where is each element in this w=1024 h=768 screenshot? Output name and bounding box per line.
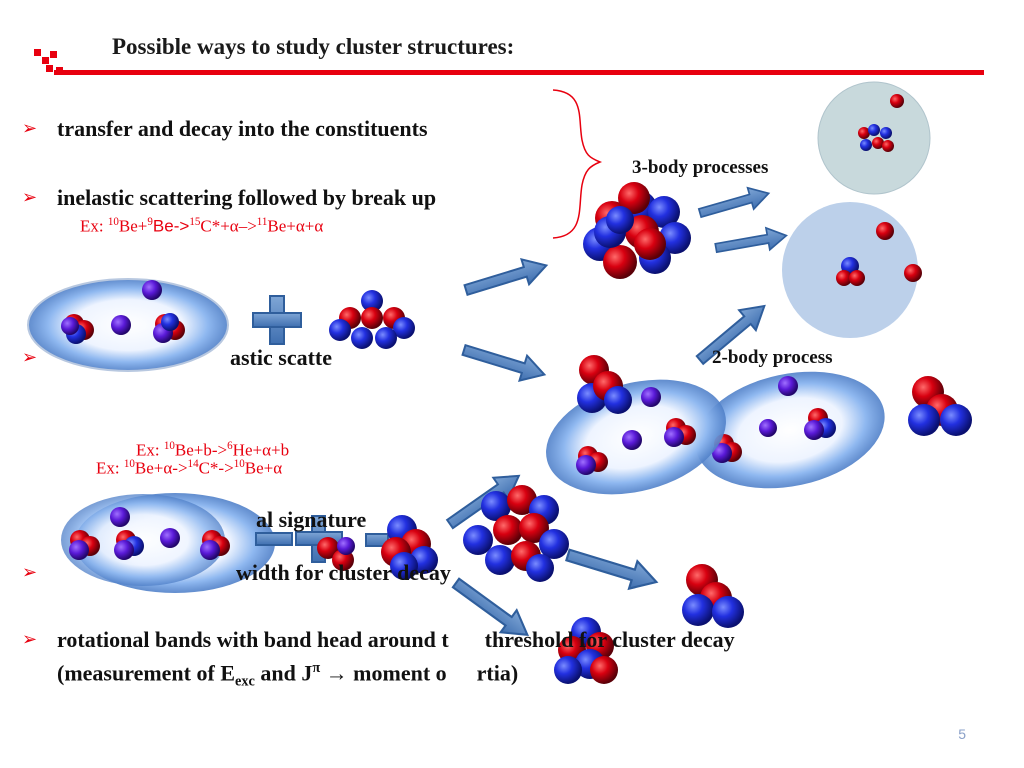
brace-icon	[552, 89, 603, 239]
bullet-2: inelastic scattering followed by break u…	[57, 185, 437, 210]
bullet-arrow-icon: ➢	[22, 118, 38, 139]
target-nucleus	[329, 290, 415, 349]
bullet-arrow-icon: ➢	[22, 347, 38, 368]
example-reaction-1: Ex: 10Be+9Be->15C*+α–>11Be+α+α	[80, 216, 324, 236]
slide-title: Possible ways to study cluster structure…	[112, 34, 515, 59]
two-body-label: 2-body process	[712, 347, 833, 368]
large-cluster	[583, 182, 691, 279]
bullet-4: al signature	[256, 507, 367, 532]
small-cluster	[858, 124, 894, 152]
example-reaction-2: Ex: 10Be+b->6He+α+b	[136, 440, 290, 460]
bullet-3: astic scatte	[230, 345, 333, 370]
bullet-6-line-1: rotational bands with band head around t…	[57, 627, 735, 652]
plus-icon	[252, 295, 302, 345]
page-number: 5	[958, 726, 966, 742]
three-body-label: 3-body processes	[632, 157, 769, 178]
title-rule	[54, 70, 984, 75]
bullet-arrow-icon: ➢	[22, 562, 38, 583]
example-reaction-3: Ex: 10Be+α->14C*->10Be+α	[96, 458, 283, 478]
bullet-arrow-icon: ➢	[22, 629, 38, 650]
bullet-arrow-icon: ➢	[22, 187, 38, 208]
bullet-5: width for cluster decay	[236, 560, 451, 585]
bullet-1: transfer and decay into the constituents	[57, 116, 428, 141]
